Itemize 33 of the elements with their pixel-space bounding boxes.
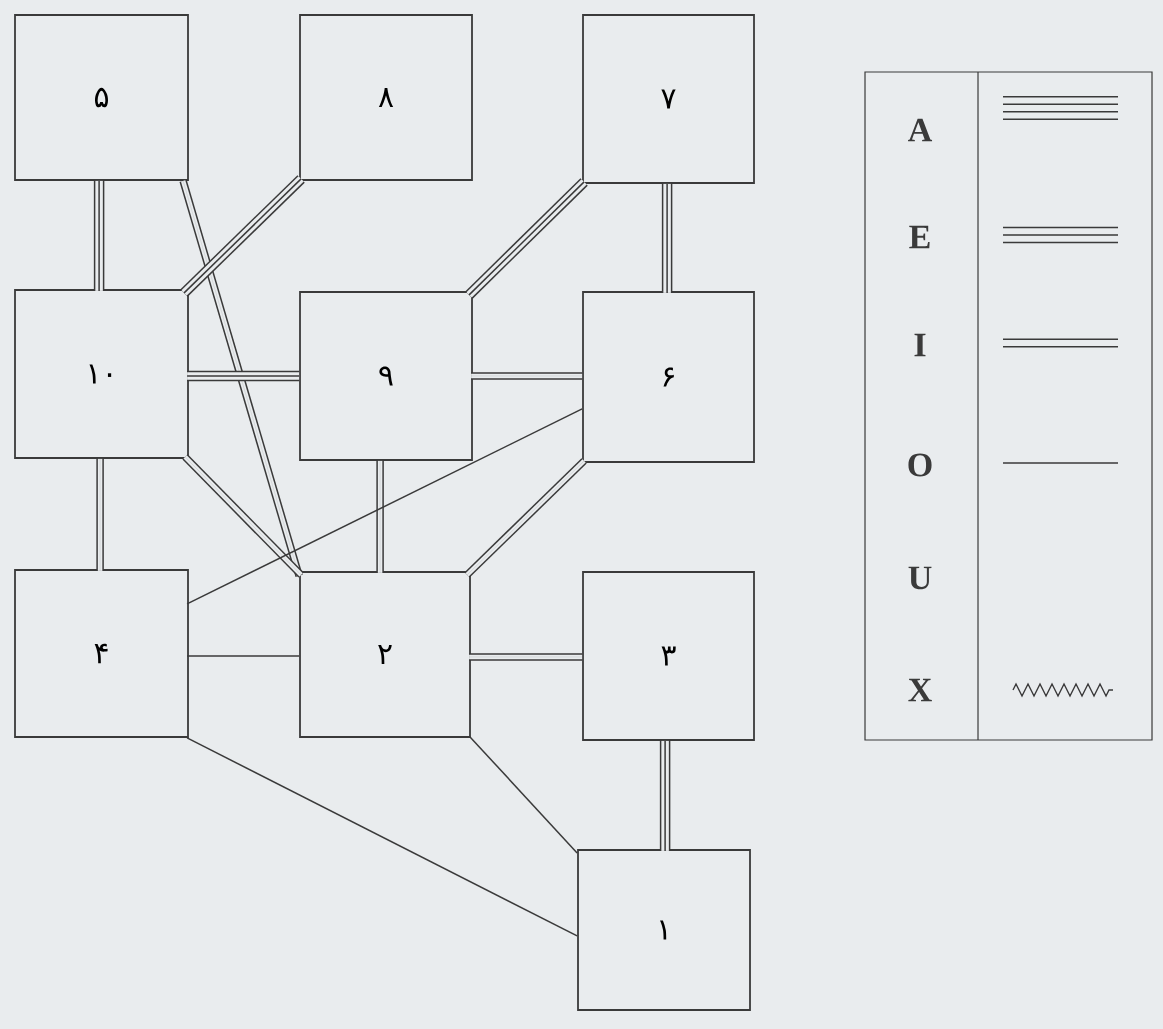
block-box: ۳ [582, 571, 755, 741]
block-box: ۹ [299, 291, 473, 461]
connector [469, 653, 583, 661]
connector [186, 655, 300, 657]
connector [186, 737, 578, 937]
legend-letter: I [914, 333, 926, 357]
connector [186, 370, 300, 382]
connector [661, 183, 673, 294]
connector [471, 372, 583, 380]
block-box: ۵ [14, 14, 189, 181]
block-box: ۱ [577, 849, 751, 1011]
connector [96, 458, 104, 571]
connector [179, 179, 303, 577]
connector [464, 458, 587, 578]
connector [468, 735, 578, 854]
legend-letter: A [908, 118, 933, 142]
block-box: ۲ [299, 571, 471, 738]
connector [659, 740, 671, 852]
connector [180, 175, 305, 297]
legend-letter: X [908, 678, 932, 702]
block-box: ۱۰ [14, 289, 189, 459]
legend-letter: O [908, 453, 932, 477]
legend-letter: U [908, 566, 932, 590]
connector [93, 180, 105, 292]
connector [376, 460, 384, 573]
legend-letter: E [909, 225, 930, 249]
block-box: ۶ [582, 291, 755, 463]
connector [186, 408, 583, 605]
connector [465, 178, 588, 299]
block-box: ۴ [14, 569, 189, 738]
block-box: ۷ [582, 14, 755, 184]
block-box: ۸ [299, 14, 473, 181]
connector [182, 454, 304, 578]
